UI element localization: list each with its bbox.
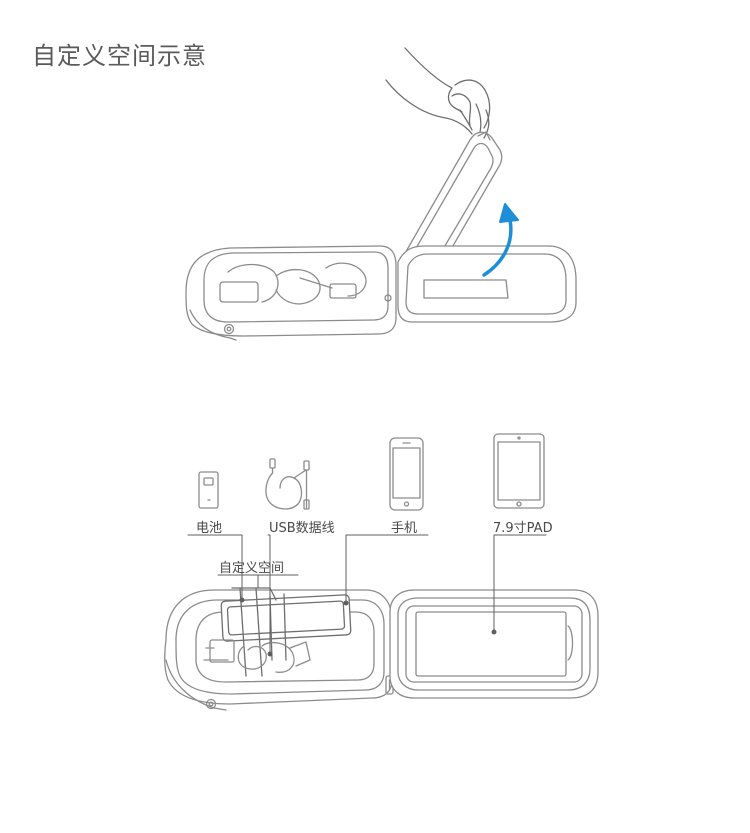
opening-case-illustration: [185, 47, 577, 341]
usb-cable-icon: [265, 458, 310, 510]
tablet-icon: [493, 433, 545, 509]
opening-arrow-icon: [482, 203, 519, 277]
leader-pad: [493, 534, 547, 633]
label-custom-space: 自定义空间: [219, 561, 285, 576]
leader-custom-space: [217, 574, 299, 589]
leader-battery: [187, 534, 243, 601]
leader-phone: [345, 534, 429, 604]
right-tray: [397, 245, 577, 323]
leader-cable: [267, 534, 271, 655]
label-battery: 电池: [196, 521, 223, 536]
smartphone-icon: [389, 437, 424, 511]
callout-leaders: [187, 534, 547, 657]
open-case-illustration: [164, 587, 599, 711]
left-compartment: [164, 587, 394, 711]
label-pad: 7.9寸PAD: [493, 521, 553, 536]
label-usb-cable: USB数据线: [269, 521, 335, 536]
page-title: 自定义空间示意: [32, 42, 207, 70]
power-bank-icon: [198, 471, 219, 509]
label-phone: 手机: [391, 521, 418, 536]
right-compartment: [389, 589, 599, 699]
left-tray: [185, 245, 397, 341]
hand-illustration: [385, 47, 491, 139]
